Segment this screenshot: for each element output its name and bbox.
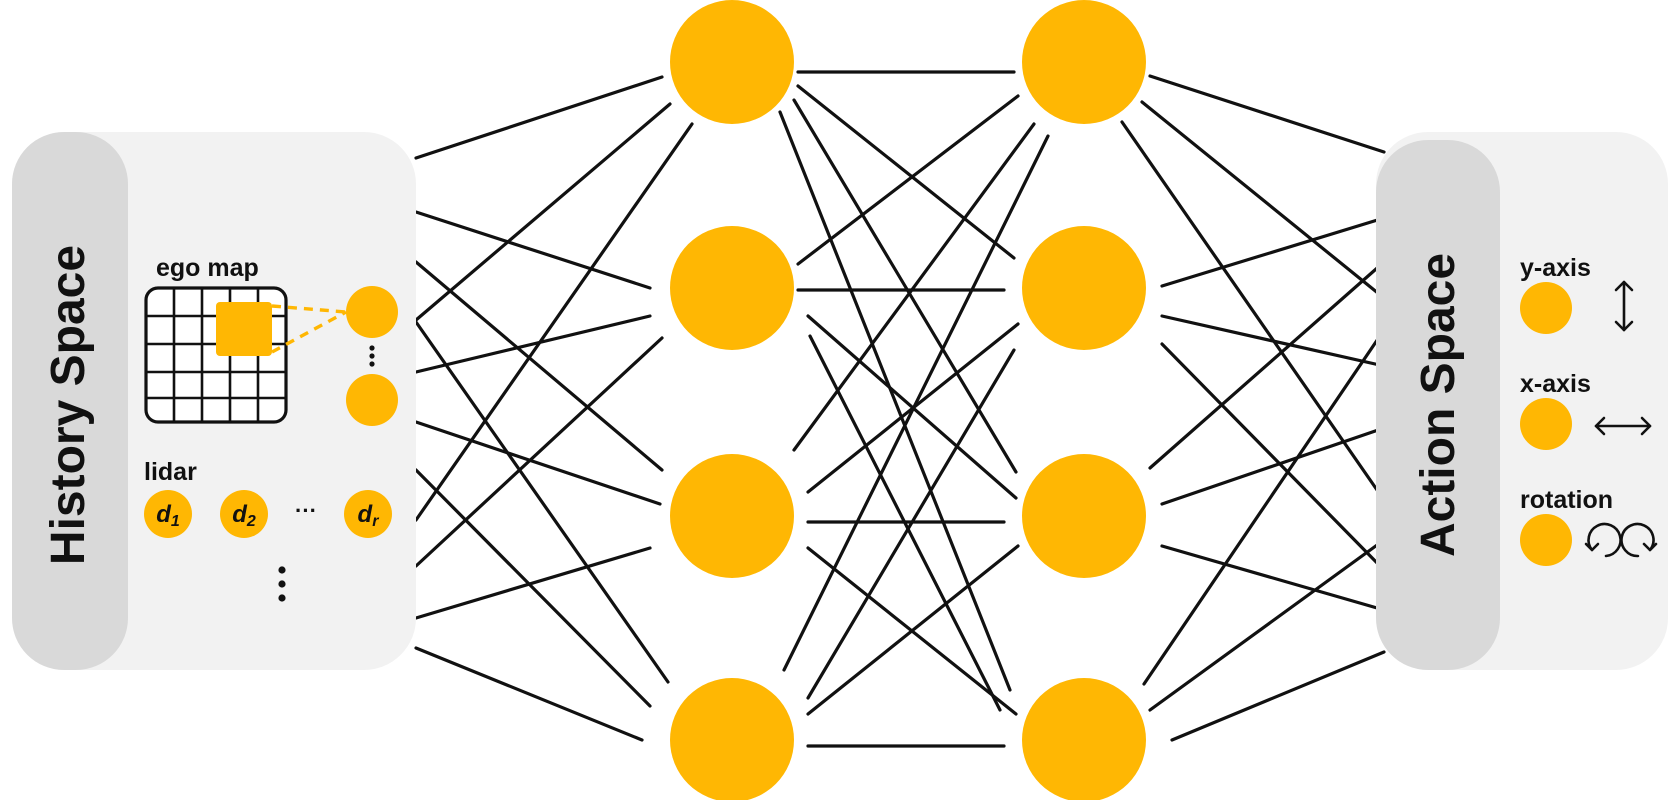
network-edges	[414, 70, 1386, 748]
action-space-panel: Action Space y-axis x-axis rotation	[1376, 132, 1668, 670]
lidar-node-dr	[344, 490, 392, 538]
edge	[796, 94, 1020, 266]
lidar-label: lidar	[144, 458, 197, 486]
ego-map-node	[346, 374, 398, 426]
x-axis-label: x-axis	[1520, 370, 1591, 398]
action-panel-band	[1376, 140, 1500, 670]
layer2-node	[1022, 454, 1146, 578]
edge	[1160, 342, 1386, 572]
edge	[414, 75, 664, 160]
ego-map-label: ego map	[156, 254, 259, 282]
lidar-dr-label: dr	[358, 501, 380, 530]
layer1-node	[670, 226, 794, 350]
edge	[414, 320, 670, 684]
history-space-title: History Space	[42, 245, 95, 565]
edge	[806, 348, 1016, 700]
vertical-ellipsis-icon	[369, 345, 375, 367]
edge	[414, 336, 664, 568]
lidar-node-d2	[220, 490, 268, 538]
lidar-node-d1	[144, 490, 192, 538]
lidar-d2-label: d2	[232, 501, 256, 530]
ego-map-grid-icon	[144, 286, 347, 424]
x-axis-node	[1520, 398, 1572, 450]
rotation-node	[1520, 514, 1572, 566]
edge	[414, 546, 652, 620]
edge	[806, 544, 1020, 716]
layer1-node	[670, 678, 794, 800]
vertical-ellipsis-icon	[278, 566, 286, 602]
hidden-layer-1	[670, 0, 794, 800]
edge	[414, 468, 652, 708]
ego-map-node	[346, 286, 398, 338]
edge	[414, 210, 652, 290]
hidden-layer-2	[1022, 0, 1146, 800]
y-axis-node	[1520, 282, 1572, 334]
edge	[1120, 120, 1386, 502]
edge	[1160, 314, 1386, 368]
horizontal-double-arrow-icon	[1594, 416, 1652, 436]
edge	[414, 102, 672, 322]
edge	[1140, 100, 1386, 300]
history-panel-band	[12, 132, 128, 670]
layer2-node	[1022, 226, 1146, 350]
edge	[1142, 328, 1386, 686]
edge	[414, 260, 664, 472]
edge	[414, 314, 652, 374]
vertical-double-arrow-icon	[1614, 280, 1634, 332]
history-space-panel: History Space ego map lidar d1	[12, 132, 416, 670]
edge	[782, 134, 1050, 672]
lidar-d1-label: d1	[156, 501, 180, 530]
edge	[778, 110, 1012, 692]
lidar-ellipsis: ···	[295, 498, 317, 523]
edge	[796, 84, 1016, 260]
y-axis-label: y-axis	[1520, 254, 1591, 282]
layer1-node	[670, 0, 794, 124]
layer2-node	[1022, 0, 1146, 124]
edge	[1160, 426, 1386, 506]
edge	[414, 420, 662, 506]
edge	[1160, 544, 1386, 612]
action-space-title: Action Space	[1412, 253, 1465, 557]
edge	[1148, 538, 1386, 712]
layer1-node	[670, 454, 794, 578]
edge	[414, 122, 694, 522]
edge	[414, 646, 644, 742]
edge	[1160, 216, 1386, 288]
rotate-left-right-icon	[1584, 522, 1658, 558]
rotation-label: rotation	[1520, 486, 1613, 514]
edge	[792, 122, 1036, 452]
edge	[1148, 74, 1386, 154]
edge	[1148, 260, 1386, 470]
edge	[1170, 650, 1386, 742]
ego-map-highlight	[216, 302, 272, 356]
layer2-node	[1022, 678, 1146, 800]
